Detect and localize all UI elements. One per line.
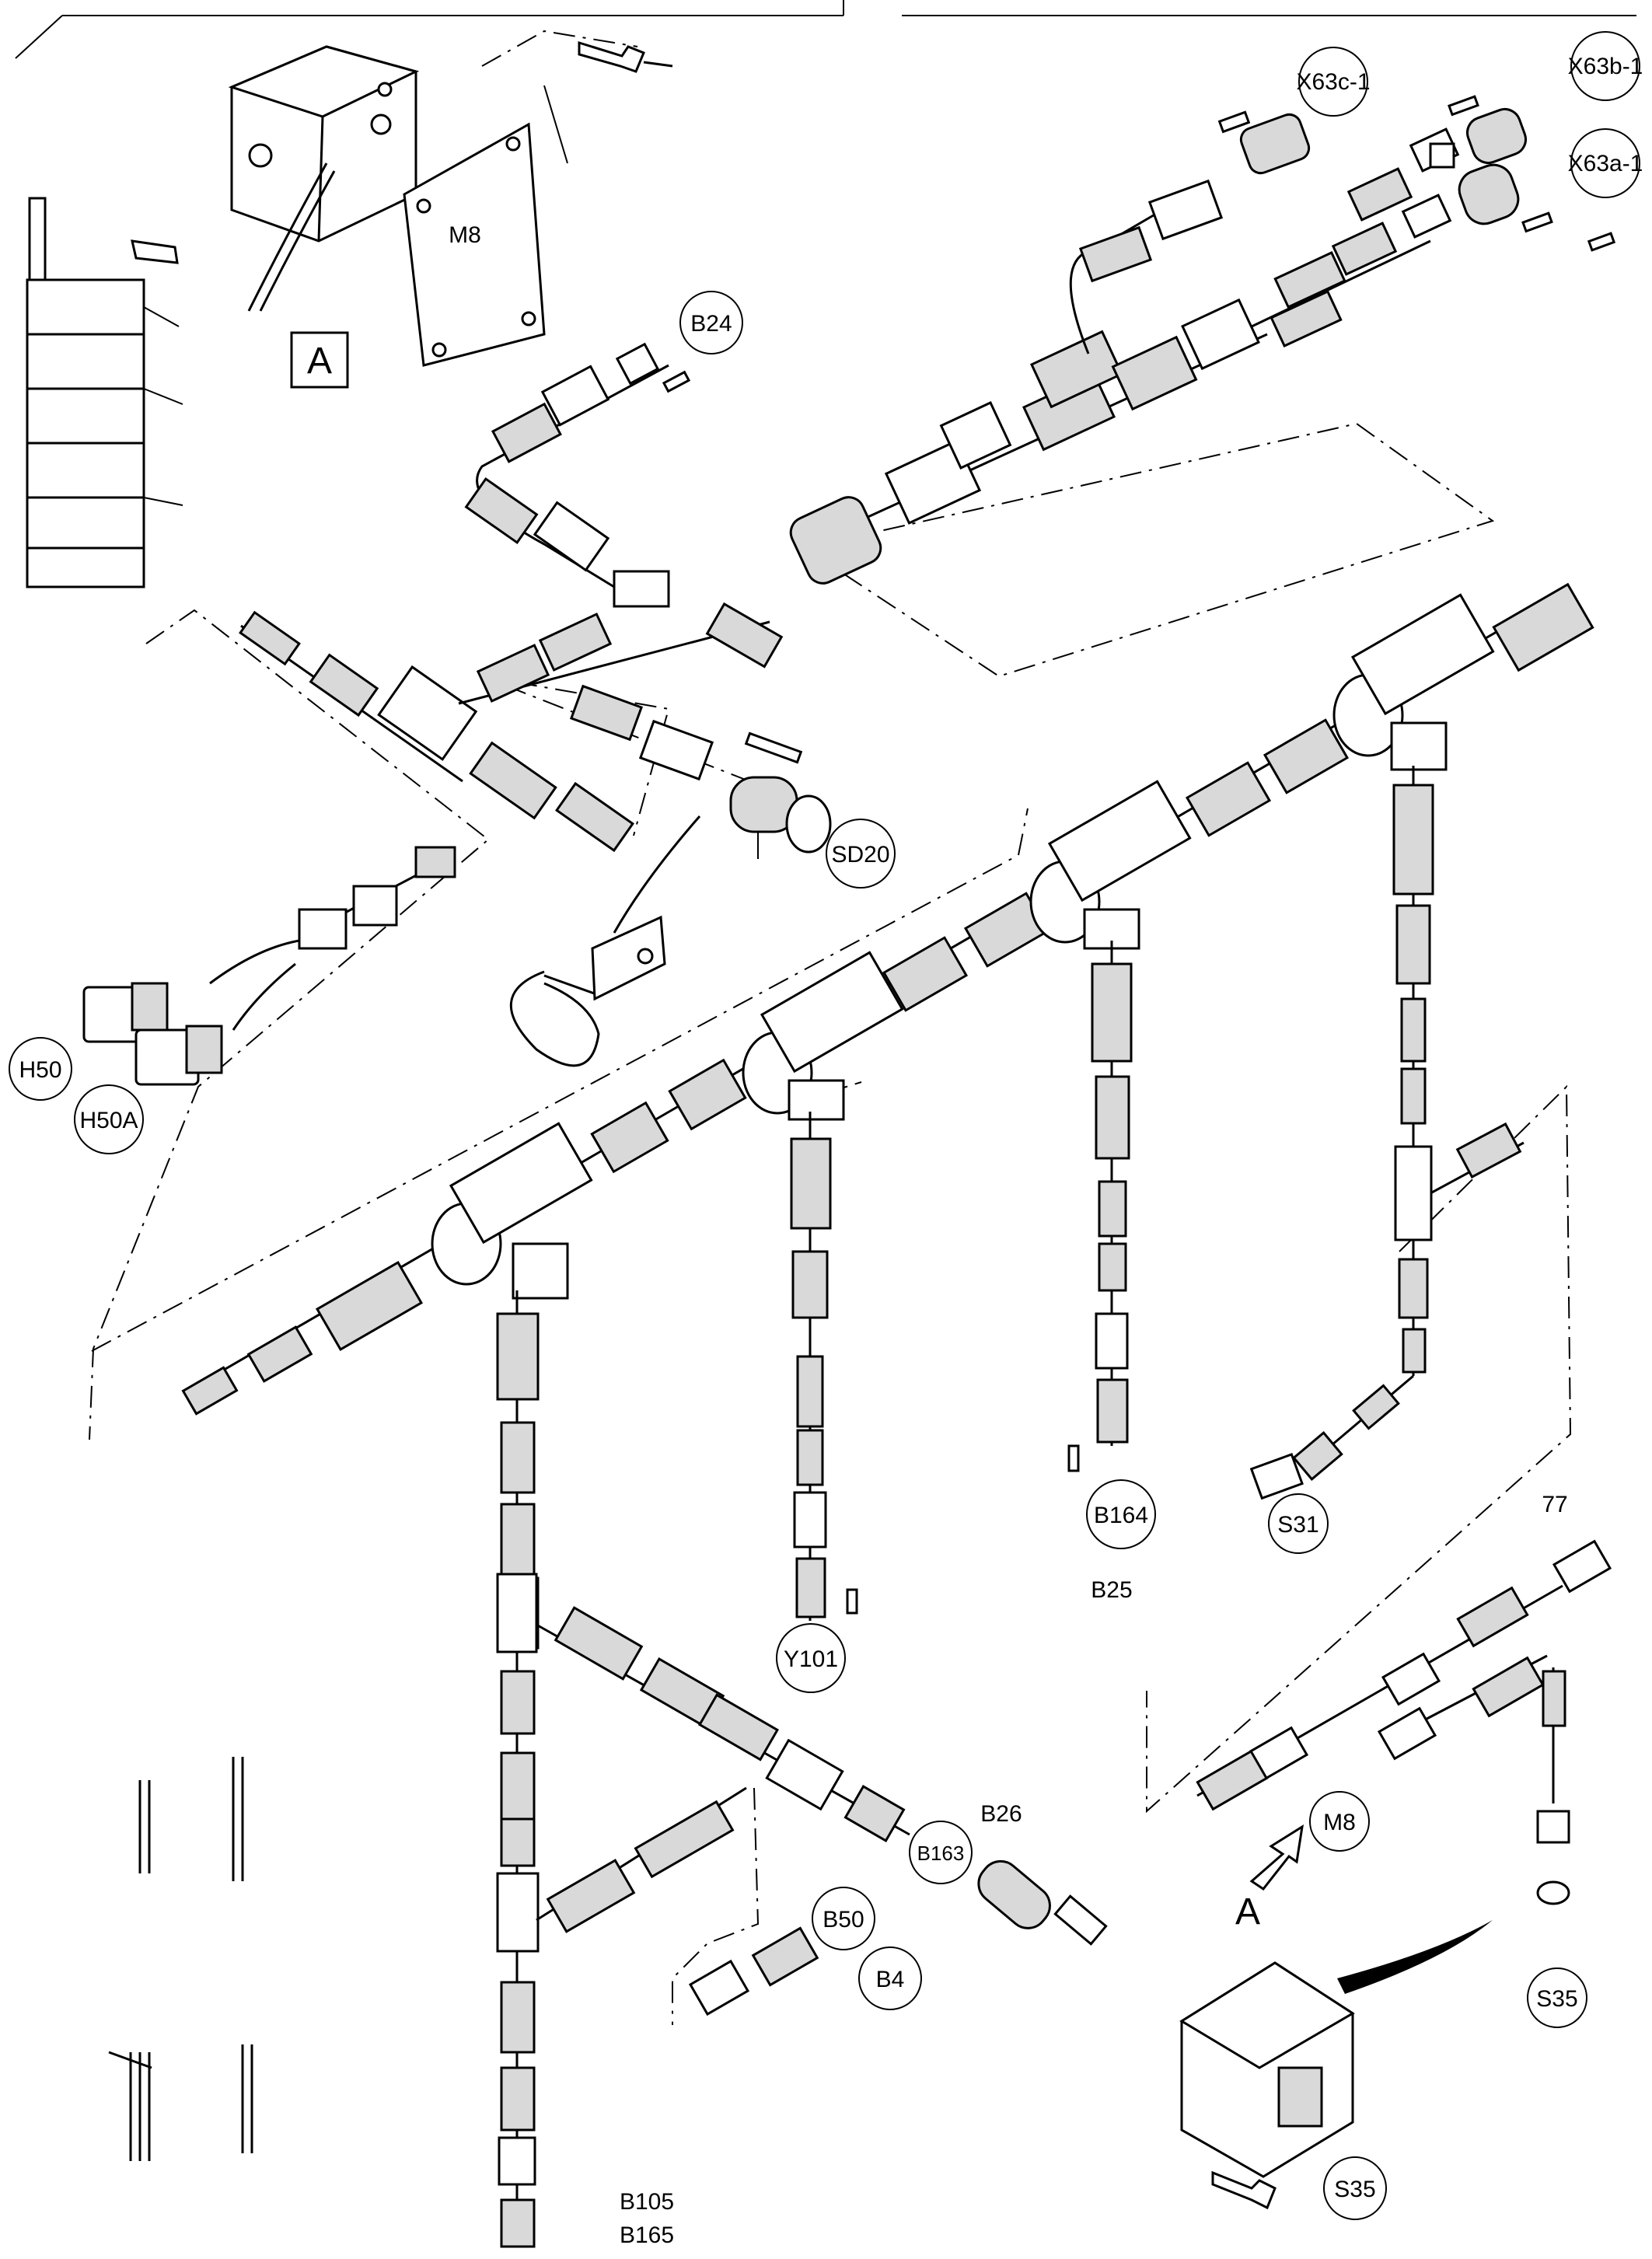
left-feed (239, 570, 784, 853)
callout-sd20: SD20 (826, 819, 896, 889)
outline-sd20 (481, 676, 790, 836)
frame-corner (15, 15, 63, 59)
label-77: 77 (1542, 1492, 1567, 1517)
callout-s35-bottom: S35 (1323, 2156, 1387, 2220)
label-b105: B105 (620, 2189, 674, 2215)
callout-h50: H50 (9, 1037, 72, 1101)
svg-text:Y101: Y101 (784, 1646, 838, 1672)
trunk-sleeves (181, 582, 1594, 1416)
svg-text:X63c-1: X63c-1 (1296, 69, 1370, 95)
outline-top-right (804, 422, 1495, 678)
outline-left (89, 609, 490, 1440)
feed-b24 (464, 342, 691, 588)
svg-text:S35: S35 (1334, 2177, 1375, 2202)
svg-text:M8: M8 (1323, 1810, 1356, 1835)
outline-b50 (672, 1787, 760, 2025)
label-plate (591, 815, 701, 1001)
svg-text:B163: B163 (917, 1842, 965, 1865)
drop-y101 (790, 1112, 858, 1621)
h50-wiring (82, 846, 456, 1086)
callout-m8-bottom: M8 (1309, 1791, 1370, 1852)
drop-b164 (1067, 941, 1133, 1472)
detail-a-arrow-label: A (1235, 1891, 1260, 1933)
callout-x63a: X63a-1 (1568, 128, 1643, 198)
label-b25: B25 (1091, 1577, 1132, 1603)
svg-text:H50A: H50A (79, 1108, 138, 1133)
din-rail-terminals (26, 197, 183, 588)
outline-s31 (1146, 1084, 1572, 1814)
callout-y101: Y101 (776, 1623, 846, 1693)
detail-a-box (290, 331, 349, 389)
drop-s31 (1249, 766, 1525, 1500)
b26-plug (977, 1859, 1108, 1946)
s35-sub-assembly (1179, 1539, 1612, 2210)
svg-text:S35: S35 (1536, 1986, 1577, 2012)
callout-s35-top: S35 (1527, 1967, 1587, 2028)
junction-box-screw (578, 40, 673, 73)
tee-connector-4 (1332, 593, 1495, 771)
m8-box-label: M8 (449, 222, 481, 248)
callout-h50a: H50A (74, 1084, 144, 1154)
outline-main (91, 854, 1019, 1352)
branch-b50 (536, 1786, 819, 2016)
cable-ends (108, 1757, 253, 2161)
cable-tie (509, 970, 600, 1067)
svg-text:B164: B164 (1094, 1503, 1148, 1528)
drop-b105 (496, 1290, 540, 2248)
callout-m8-box: M8 (449, 222, 481, 248)
callout-x63c: X63c-1 (1296, 47, 1371, 117)
top-right-assembly (789, 95, 1616, 585)
svg-text:S31: S31 (1277, 1512, 1318, 1538)
callout-b50: B50 (812, 1887, 875, 1950)
label-b165: B165 (620, 2222, 674, 2248)
branch-b163 (496, 1573, 910, 1842)
leader-dashed (481, 30, 638, 67)
tee-connector-2 (742, 951, 904, 1121)
svg-text:X63b-1: X63b-1 (1568, 54, 1643, 79)
callout-x63b: X63b-1 (1568, 31, 1643, 101)
callout-s31: S31 (1268, 1493, 1329, 1554)
junction-box-cover (403, 122, 546, 367)
svg-text:B50: B50 (823, 1907, 864, 1933)
detail-a-box-label: A (307, 340, 332, 382)
leader (543, 85, 568, 164)
svg-text:SD20: SD20 (831, 842, 889, 868)
svg-text:H50: H50 (19, 1057, 61, 1083)
junction-box (228, 45, 420, 312)
svg-text:B24: B24 (690, 311, 732, 337)
tee-connector-1 (431, 1122, 593, 1300)
outline-short (1018, 808, 1029, 856)
callout-b4: B4 (858, 1947, 922, 2010)
svg-text:B4: B4 (876, 1967, 905, 1992)
callout-b164: B164 (1086, 1479, 1156, 1549)
callout-b163: B163 (909, 1821, 973, 1884)
sd20-assembly (569, 684, 832, 859)
label-b26: B26 (980, 1801, 1022, 1827)
callout-b24: B24 (679, 291, 743, 354)
tee-connector-3 (1029, 780, 1192, 950)
svg-text:X63a-1: X63a-1 (1568, 151, 1643, 176)
